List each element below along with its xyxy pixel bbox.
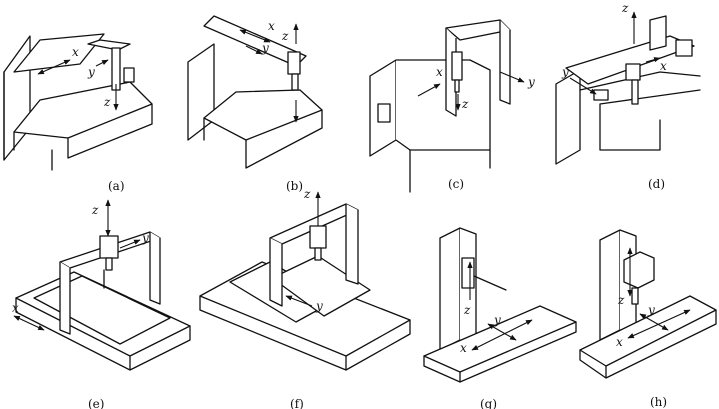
config-c: x y z (c) bbox=[369, 19, 535, 193]
axis-y-d: y bbox=[561, 65, 569, 79]
axis-x-g: x bbox=[460, 341, 467, 355]
axis-z-a: z bbox=[103, 95, 111, 109]
caption-b: (b) bbox=[286, 179, 303, 193]
config-h: z x y (h) bbox=[579, 229, 717, 409]
config-a: x y z (a) bbox=[3, 33, 153, 193]
axis-z-e: z bbox=[91, 203, 99, 217]
caption-h: (h) bbox=[650, 395, 667, 409]
axis-z-b: z bbox=[281, 29, 289, 43]
axis-x-e: x bbox=[12, 301, 19, 315]
axis-y-a: y bbox=[87, 65, 95, 79]
axis-y-h: y bbox=[647, 303, 655, 317]
axis-x-d: x bbox=[660, 59, 667, 73]
caption-d: (d) bbox=[648, 177, 665, 191]
axis-z-h: z bbox=[617, 293, 625, 307]
config-e: z y x (e) bbox=[12, 199, 191, 409]
axis-x-a: x bbox=[72, 45, 79, 59]
axis-z-f: z bbox=[303, 187, 311, 201]
axis-y-g: y bbox=[493, 313, 501, 327]
axis-z-g: z bbox=[463, 303, 471, 317]
config-b: x y z (b) bbox=[187, 15, 323, 193]
axis-y-e: y bbox=[141, 231, 149, 245]
caption-f: (f) bbox=[290, 397, 304, 409]
caption-e: (e) bbox=[88, 397, 104, 409]
config-g: z x y (g) bbox=[423, 227, 577, 409]
axis-z-c: z bbox=[461, 97, 469, 111]
axis-y-c: y bbox=[527, 75, 535, 89]
axis-x-b: x bbox=[268, 19, 275, 33]
config-d: z y x (d) bbox=[555, 1, 701, 191]
axis-y-f: y bbox=[315, 299, 323, 313]
axis-x-h: x bbox=[616, 335, 623, 349]
axis-x-c: x bbox=[436, 65, 443, 79]
caption-c: (c) bbox=[448, 177, 464, 191]
config-f: z y (f) bbox=[199, 187, 411, 409]
axis-y-b: y bbox=[261, 41, 269, 55]
caption-g: (g) bbox=[480, 397, 497, 409]
caption-a: (a) bbox=[108, 179, 125, 193]
axis-z-d: z bbox=[621, 1, 629, 15]
